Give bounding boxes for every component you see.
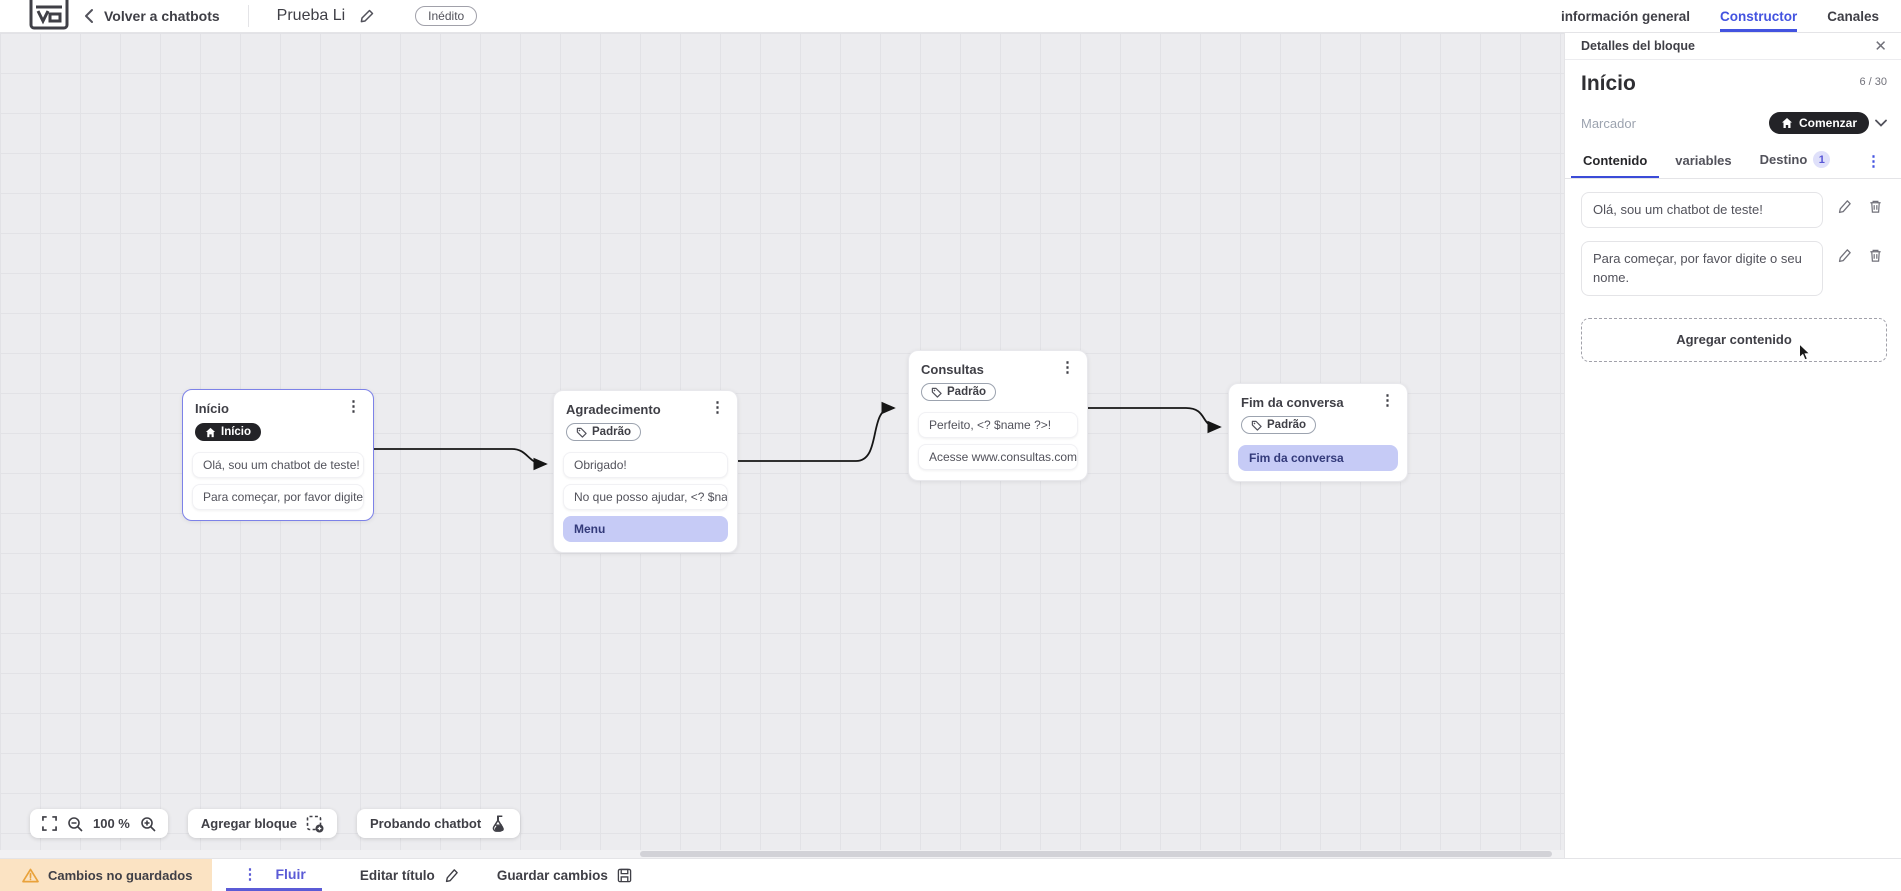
marker-value-pill[interactable]: Comenzar [1768,112,1869,134]
top-bar: Volver a chatbots Prueba Li Inédito info… [0,0,1901,33]
canvas-hscrollbar-thumb[interactable] [640,851,1552,857]
padrao-badge: Padrão [1241,416,1316,434]
tag-icon [931,387,942,398]
tab-destino[interactable]: Destino 1 [1748,144,1843,178]
add-block-icon [306,815,324,832]
node-menu-icon[interactable]: ⋮ [346,398,361,415]
flow-node-fim-da-conversa[interactable]: Fim da conversa ⋮ Padrão Fim da conversa [1228,383,1408,482]
node-menu-icon[interactable]: ⋮ [1060,359,1075,376]
tab-canales[interactable]: Canales [1827,8,1879,24]
divider [247,5,249,27]
content-text[interactable]: Para começar, por favor digite o seu nom… [1581,240,1823,296]
tag-icon [576,427,587,438]
panel-title: Detalles del bloque [1581,39,1695,53]
node-content-row[interactable]: Para começar, por favor digite o ... [192,484,364,510]
content-item: Para começar, por favor digite o seu nom… [1581,240,1887,296]
flask-icon [492,815,505,832]
home-icon [205,427,216,437]
flow-canvas[interactable]: Início ⋮ Início Olá, sou um chatbot de t… [0,33,1564,858]
marker-label: Marcador [1581,115,1636,131]
tab-variables[interactable]: variables [1675,153,1732,168]
node-content-row[interactable]: Obrigado! [563,452,728,478]
char-counter: 6 / 30 [1859,76,1887,88]
edit-title-icon[interactable] [359,8,375,24]
chatbot-title: Prueba Li [276,7,346,24]
chevron-down-icon[interactable] [1875,119,1887,127]
panel-tabs: Contenido variables Destino 1 ⋮ [1565,144,1901,179]
content-text[interactable]: Olá, sou um chatbot de teste! [1581,192,1823,228]
zoom-level: 100 % [93,816,130,831]
add-content-button[interactable]: Agregar contenido [1581,317,1887,362]
zoom-toolbar: 100 % [30,809,168,838]
delete-content-icon[interactable] [1868,248,1883,263]
node-menu-icon[interactable]: ⋮ [1380,392,1395,409]
zoom-in-icon[interactable] [140,816,156,832]
flow-connections [374,401,1222,471]
node-content-row[interactable]: Acesse www.consultas.com par... [918,444,1078,470]
edit-content-icon[interactable] [1837,248,1852,263]
tab-contenido[interactable]: Contenido [1571,146,1660,178]
status-badge: Inédito [415,6,478,26]
content-item: Olá, sou um chatbot de teste! [1581,192,1887,228]
node-end-row[interactable]: Fim da conversa [1238,445,1398,471]
fullscreen-icon[interactable] [42,816,57,831]
pencil-icon [445,868,458,882]
edit-title-button[interactable]: Editar título [360,859,459,891]
app-logo-icon [29,0,69,30]
node-title: Início [195,401,229,416]
close-icon[interactable]: ✕ [1874,37,1887,55]
warning-icon [22,868,39,882]
flow-node-consultas[interactable]: Consultas ⋮ Padrão Perfeito, <? $name ?>… [908,350,1088,481]
back-label: Volver a chatbots [104,8,220,24]
canvas-hscrollbar[interactable] [0,850,1564,858]
flow-tab[interactable]: ⋮ Fluir [226,859,322,891]
start-badge: Início [195,423,262,441]
padrao-badge: Padrão [566,423,641,441]
back-to-chatbots[interactable]: Volver a chatbots [84,8,220,24]
flow-node-agradecimento[interactable]: Agradecimento ⋮ Padrão Obrigado! No que … [553,390,738,553]
node-title: Fim da conversa [1241,395,1344,410]
save-icon [617,868,632,882]
block-details-panel: Detalles del bloque ✕ Início 6 / 30 Marc… [1564,33,1901,858]
zoom-out-icon[interactable] [67,816,83,832]
destino-count-badge: 1 [1813,151,1831,168]
node-content-row[interactable]: Olá, sou um chatbot de teste! [192,452,364,478]
flow-node-inicio[interactable]: Início ⋮ Início Olá, sou um chatbot de t… [182,389,374,521]
block-name[interactable]: Início [1581,72,1636,95]
panel-menu-icon[interactable]: ⋮ [1866,153,1881,170]
add-block-button[interactable]: Agregar bloque [187,809,337,838]
node-menu-row[interactable]: Menu [563,516,728,542]
builder-tabs: información general Constructor Canales [1561,0,1901,32]
node-title: Consultas [921,362,984,377]
node-content-row[interactable]: Perfeito, <? $name ?>! [918,412,1078,438]
node-menu-icon[interactable]: ⋮ [710,399,725,416]
node-title: Agradecimento [566,402,661,417]
home-icon [1781,118,1792,128]
tab-informacion-general[interactable]: información general [1560,8,1690,24]
bottom-bar: Cambios no guardados ⋮ Fluir Editar títu… [0,858,1901,891]
tag-icon [1251,420,1262,431]
test-chatbot-button[interactable]: Probando chatbot [356,809,521,838]
chevron-left-icon [85,9,93,23]
unsaved-changes-chip: Cambios no guardados [0,859,213,891]
edit-content-icon[interactable] [1837,199,1852,214]
padrao-badge: Padrão [921,383,996,401]
flow-tab-menu-icon[interactable]: ⋮ [242,865,258,883]
node-content-row[interactable]: No que posso ajudar, <? $name ... [563,484,728,510]
save-changes-button[interactable]: Guardar cambios [497,859,632,891]
delete-content-icon[interactable] [1868,199,1883,214]
tab-constructor[interactable]: Constructor [1719,0,1798,32]
